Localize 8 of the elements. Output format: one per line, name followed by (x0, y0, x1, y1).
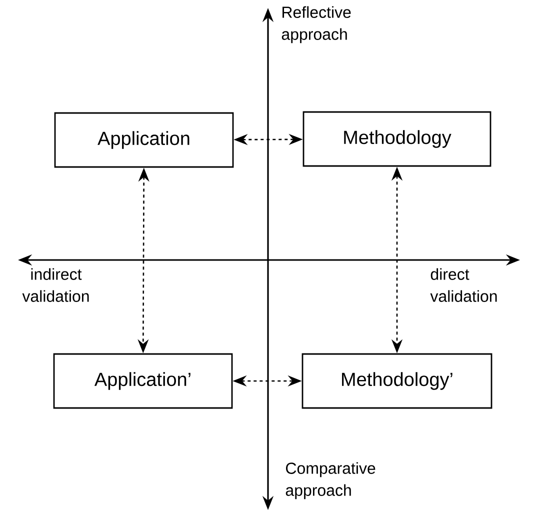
process-box: Application (54, 112, 234, 168)
process-box: Methodology’ (302, 353, 492, 409)
axis-label: direct validation (430, 268, 497, 302)
axis-label: Reflective approach (282, 6, 351, 44)
axis-label: Comparative approach (286, 462, 376, 500)
axis-label: indirect validation (22, 268, 89, 302)
process-box: Application’ (53, 353, 233, 409)
process-box: Methodology (302, 111, 492, 167)
